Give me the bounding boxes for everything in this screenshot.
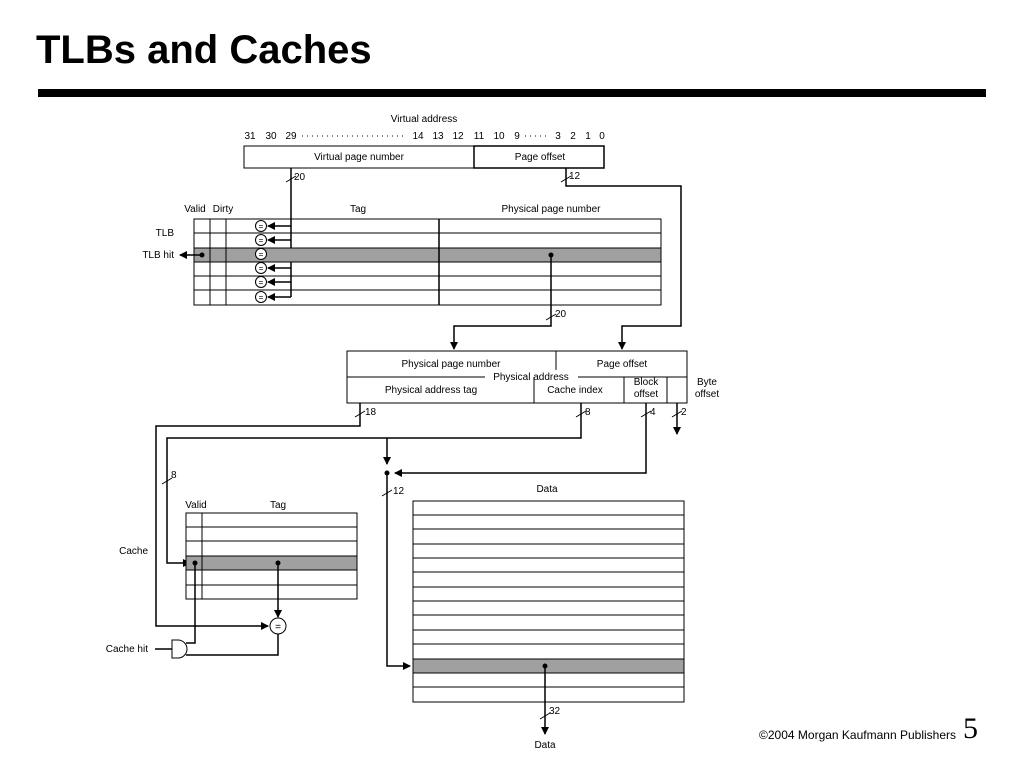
pa-page-offset-label: Page offset [597,359,648,370]
copyright: ©2004 Morgan Kaufmann Publishers [759,728,956,742]
pa-output-buses [155,403,683,670]
cache-index-width-label: 8 [171,470,177,481]
virtual-address-bit-labels: 31 30 29 14 13 12 11 10 9 3 2 1 0 [244,131,605,142]
tlb-hit-label: TLB hit [142,250,174,261]
virtual-page-number-label: Virtual page number [314,152,405,163]
bit-2: 2 [570,131,576,142]
cache-grid [186,513,357,599]
tlb-label: TLB [156,228,175,239]
tlb-ppn-width-label: 20 [555,309,567,320]
cache-compare-to-and [186,634,279,656]
cache-hit-label: Cache hit [106,644,148,655]
tlb-comparator-symbol: = [259,236,264,245]
tlb-ppn-bus [450,252,557,350]
data-array-label: Data [536,484,558,495]
physical-address-label: Physical address [493,372,569,383]
tlb-comparator-symbol: = [259,250,264,259]
tlb-comparator-symbol: = [259,264,264,273]
cache-hit-row-highlight [186,556,357,570]
cache-valid-to-and [186,563,196,644]
data-array: Data 32 Data [412,484,685,751]
page-offset-bus [560,168,682,350]
offset-width-label: 12 [569,171,581,182]
page-number: 5 [963,712,978,745]
bit-1: 1 [585,131,591,142]
bit-29: 29 [285,131,297,142]
pa-index-width-label: 8 [585,407,591,418]
tlb-comparator-symbol: = [259,293,264,302]
cache-comparator-symbol: = [275,622,281,633]
pa-byte-offset-label: Byte offset [694,377,720,400]
data-address-junction [384,470,390,476]
pa-cache-index-label: Cache index [547,385,603,396]
slide-title: TLBs and Caches [36,28,372,72]
tlb-ppn-header: Physical page number [502,204,602,215]
data-hit-row-highlight [413,659,684,673]
bit-11: 11 [474,131,485,142]
bit-14: 14 [412,131,424,142]
pa-block-offset-label: Block offset [633,377,659,400]
pa-tag-label: Physical address tag [385,385,477,396]
data-address-width-label: 12 [393,486,405,497]
data-grid [413,514,684,688]
tlb: Valid Dirty Tag Physical page number TLB… [142,204,662,306]
copyright-text: 2004 Morgan Kaufmann Publishers [767,728,956,742]
bit-30: 30 [265,131,277,142]
tlb-comparator-symbol: = [259,278,264,287]
virtual-page-offset-label: Page offset [515,152,566,163]
pa-ppn-label: Physical page number [402,359,502,370]
copyright-symbol: © [759,728,768,742]
pa-byte-width-label: 2 [681,407,687,418]
bit-3: 3 [555,131,561,142]
cache-tag-array: Valid Tag Cache = Cache hit [106,500,358,659]
physical-address: Physical page number Page offset Physica… [346,350,720,404]
pa-block-width-label: 4 [650,407,656,418]
tlb-hit-row-highlight [194,248,661,262]
tlb-grid [194,219,661,305]
data-output-label: Data [534,740,556,751]
virtual-address-label: Virtual address [391,114,458,125]
tlb-tag-header: Tag [350,204,366,215]
virtual-page-offset-field [473,145,605,169]
bit-9: 9 [514,131,520,142]
and-gate [171,639,188,659]
virtual-address: Virtual address 31 30 29 14 13 12 11 10 … [243,114,605,169]
cache-label: Cache [119,546,148,557]
tlb-valid-header: Valid [184,204,206,215]
tlb-comparator-symbol: = [259,222,264,231]
bit-10: 10 [493,131,505,142]
bit-12: 12 [452,131,464,142]
bit-13: 13 [432,131,444,142]
vpn-width-label: 20 [294,172,306,183]
tlb-comparators: = = = = = = [255,220,267,303]
tlb-dirty-header: Dirty [213,204,234,215]
title-rule [38,89,986,97]
cache-tag-header: Tag [270,500,286,511]
bit-0: 0 [599,131,605,142]
bit-31: 31 [244,131,256,142]
data-output-width-label: 32 [549,706,561,717]
cache-valid-header: Valid [185,500,207,511]
pa-tag-width-label: 18 [365,407,377,418]
